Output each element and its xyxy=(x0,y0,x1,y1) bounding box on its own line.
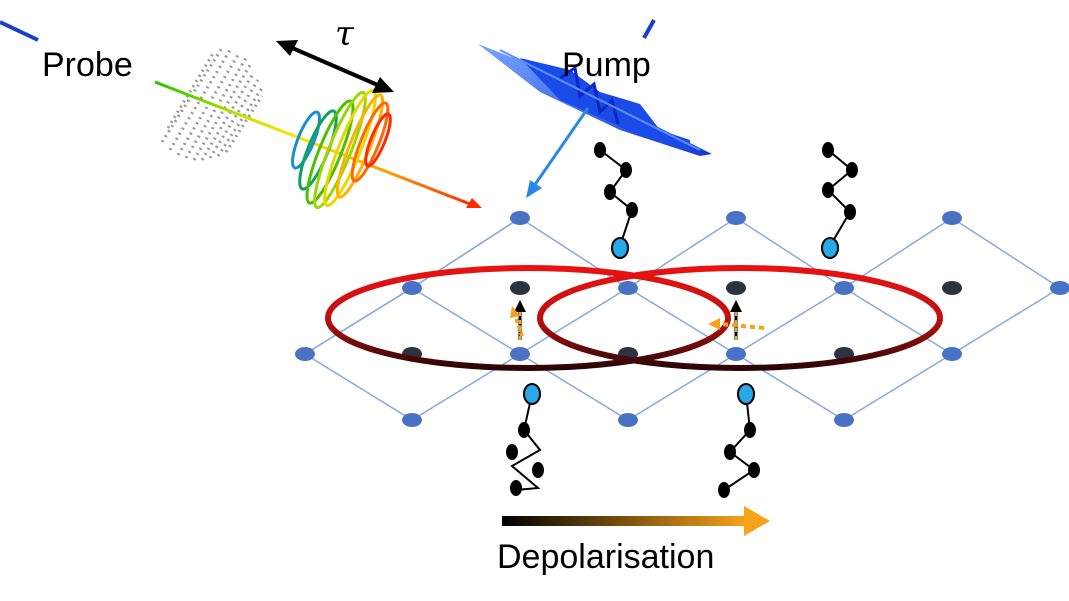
probe-pulse-icon xyxy=(291,88,392,210)
lattice-node xyxy=(1050,281,1069,295)
lattice-node xyxy=(510,347,530,361)
inner-atom xyxy=(942,281,962,295)
lattice-node xyxy=(834,281,854,295)
lattice-node xyxy=(618,281,638,295)
tau-label: τ xyxy=(335,14,354,54)
lattice-node xyxy=(402,281,422,295)
corner-stroke-right xyxy=(642,19,656,39)
lattice-node xyxy=(402,413,422,427)
moment-arrow-right-icon xyxy=(708,300,765,340)
lattice-node xyxy=(942,211,962,225)
delay-arrow-icon xyxy=(276,40,394,93)
pump-pulse-icon xyxy=(478,44,712,156)
pump-beam xyxy=(532,107,590,187)
lattice-node xyxy=(510,211,530,225)
lattice-grid xyxy=(303,217,1061,421)
moment-arrow-left-icon xyxy=(510,300,526,340)
lattice-nodes xyxy=(295,211,1069,427)
depolarisation-label: Depolarisation xyxy=(497,538,715,576)
ring-right xyxy=(537,265,943,371)
lattice-node xyxy=(618,413,638,427)
inner-atom xyxy=(726,281,746,295)
ligand-chain-icon xyxy=(718,383,760,498)
depolarisation-arrow-icon xyxy=(502,506,770,536)
lattice-node xyxy=(942,347,962,361)
lattice-node xyxy=(726,211,746,225)
probe-ghost-pulse xyxy=(160,47,264,161)
ligand-chain-icon xyxy=(594,142,638,259)
corner-stroke-left xyxy=(0,20,39,42)
ligand-chain-icon xyxy=(821,142,858,259)
pump-label: Pump xyxy=(562,46,651,84)
lattice-node xyxy=(834,413,854,427)
inner-atom xyxy=(510,281,530,295)
probe-label: Probe xyxy=(42,46,133,84)
lattice-node xyxy=(295,347,315,361)
lattice-node xyxy=(726,347,746,361)
ring-left xyxy=(325,265,731,371)
ligand-chain-icon xyxy=(506,383,544,496)
pump-beam-arrowhead xyxy=(526,180,542,198)
probe-beam-arrowhead xyxy=(466,198,482,208)
